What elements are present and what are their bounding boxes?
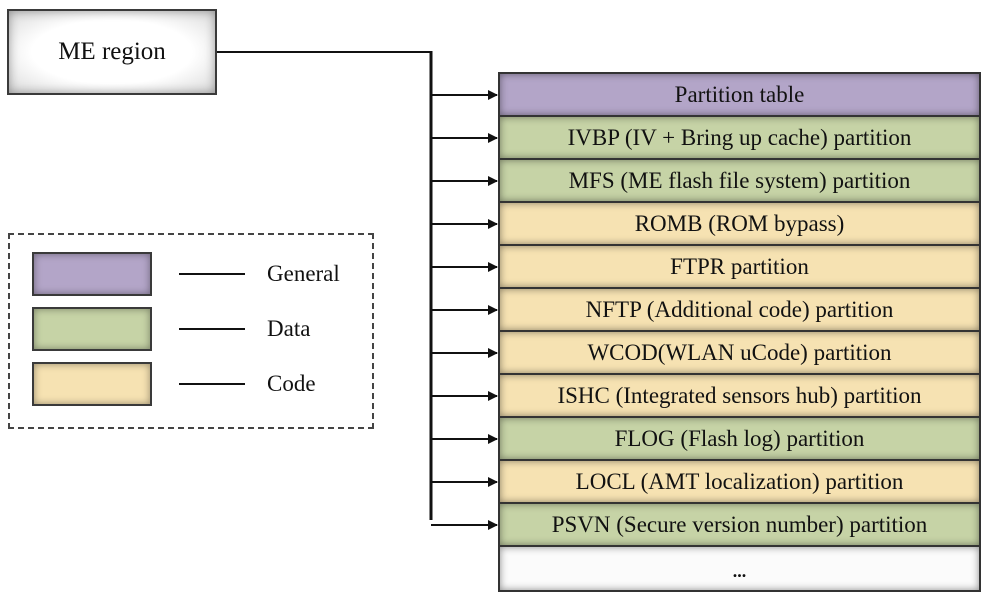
ellipsis-label: ...: [732, 561, 747, 581]
partition-label: IVBP (IV + Bring up cache) partition: [567, 124, 912, 150]
partition-row: NFTP (Additional code) partition: [500, 289, 979, 330]
partition-row: PSVN (Secure version number) partition: [500, 504, 979, 545]
me-region-box: ME region: [7, 9, 217, 95]
legend-item-code: Code: [32, 362, 316, 406]
partition-row-ellipsis: ...: [500, 547, 979, 590]
partition-label: Partition table: [674, 81, 805, 107]
partition-label: LOCL (AMT localization) partition: [575, 468, 904, 494]
partition-row: ROMB (ROM bypass): [500, 203, 979, 244]
legend-line: [179, 383, 245, 385]
legend-line: [179, 328, 245, 330]
legend-box: General Data Code: [8, 233, 374, 429]
partition-label: FLOG (Flash log) partition: [614, 425, 865, 451]
legend-item-data: Data: [32, 307, 310, 351]
partition-label: FTPR partition: [670, 253, 809, 279]
partition-label: ISHC (Integrated sensors hub) partition: [557, 382, 922, 408]
partition-row: ISHC (Integrated sensors hub) partition: [500, 375, 979, 416]
legend-label: Code: [267, 371, 316, 396]
me-region-label: ME region: [58, 38, 166, 65]
legend-swatch: [32, 307, 152, 351]
partition-label: ROMB (ROM bypass): [634, 210, 845, 236]
legend-label: General: [267, 261, 340, 286]
partition-label: NFTP (Additional code) partition: [585, 296, 894, 322]
legend-swatch: [32, 252, 152, 296]
legend-swatch: [32, 362, 152, 406]
legend-label: Data: [267, 316, 311, 341]
partition-label: MFS (ME flash file system) partition: [568, 167, 911, 193]
partition-label: WCOD(WLAN uCode) partition: [587, 339, 892, 365]
partition-row: IVBP (IV + Bring up cache) partition: [500, 117, 979, 158]
partition-table: Partition table IVBP (IV + Bring up cach…: [498, 72, 981, 592]
legend-item-general: General: [32, 252, 340, 296]
partition-row: WCOD(WLAN uCode) partition: [500, 332, 979, 373]
partition-row: LOCL (AMT localization) partition: [500, 461, 979, 502]
legend-line: [179, 273, 245, 275]
partition-label: PSVN (Secure version number) partition: [551, 511, 928, 537]
partition-row: MFS (ME flash file system) partition: [500, 160, 979, 201]
partition-row: FTPR partition: [500, 246, 979, 287]
partition-row: Partition table: [500, 74, 979, 115]
partition-row: FLOG (Flash log) partition: [500, 418, 979, 459]
